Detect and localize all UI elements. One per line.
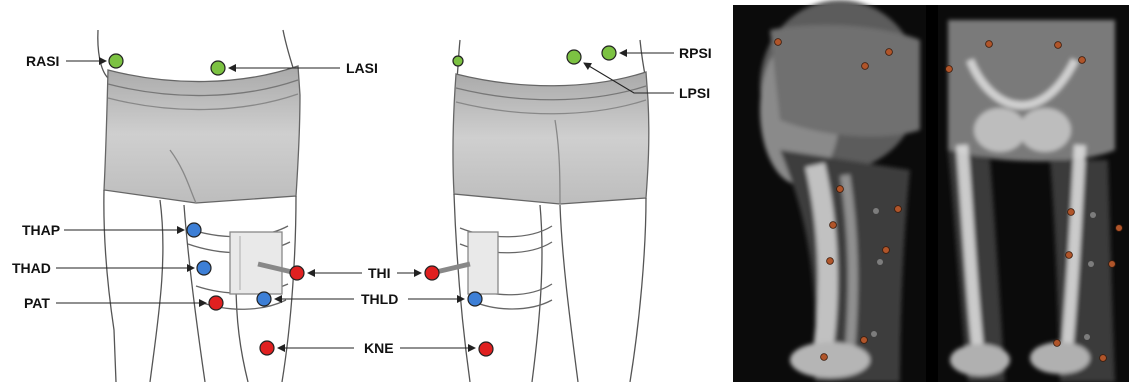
marker-rpsi [602,46,616,60]
marker-pat [209,296,223,310]
xray-marker [1116,225,1123,232]
marker-lpsi [567,50,581,64]
marker-thi-front [290,266,304,280]
xray-marker [895,206,902,213]
label-kne: KNE [364,340,394,356]
label-lpsi: LPSI [679,85,710,101]
marker-thld-front [257,292,271,306]
marker-rasi [109,54,123,68]
label-rpsi: RPSI [679,45,712,61]
xray-marker [821,354,828,361]
marker-kne-back [479,342,493,356]
xray-marker [1055,42,1062,49]
marker-lasi [211,61,225,75]
marker-kne-front [260,341,274,355]
xray-marker [827,258,834,265]
shorts-front [104,66,300,203]
xray-marker [1054,340,1061,347]
front-view-illustration [98,30,300,382]
xray-marker [837,186,844,193]
label-pat: PAT [24,295,50,311]
xray-marker [886,49,893,56]
xray-marker [883,247,890,254]
xray-marker [862,63,869,70]
xray-marker [986,41,993,48]
label-thi: THI [368,265,391,281]
marker-thi-back [425,266,439,280]
marker-thap [187,223,201,237]
xray-marker [1109,261,1116,268]
marker-thld-back [468,292,482,306]
shorts-back [453,72,649,204]
label-rasi: RASI [26,53,59,69]
label-thap: THAP [22,222,60,238]
xray-panel [733,0,1129,382]
xray-marker [1079,57,1086,64]
marker-thad [197,261,211,275]
label-lasi: LASI [346,60,378,76]
xray-marker [1068,209,1075,216]
marker-back-edge [453,56,463,66]
xray-marker [1100,355,1107,362]
xray-marker [830,222,837,229]
xray-marker [775,39,782,46]
xray-marker [1066,252,1073,259]
back-view-illustration [436,40,649,382]
xray-marker [861,337,868,344]
label-thld: THLD [361,291,398,307]
xray-marker [946,66,953,73]
label-thad: THAD [12,260,51,276]
